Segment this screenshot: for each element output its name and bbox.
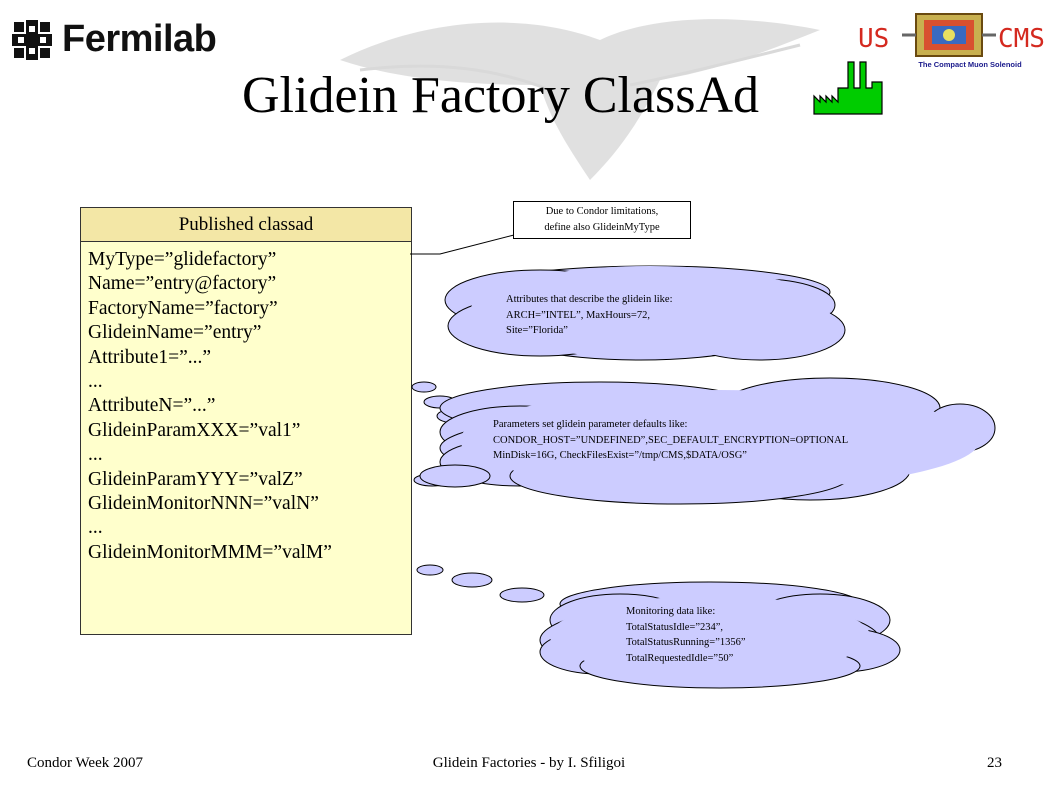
classad-line: MyType=”glidefactory” <box>88 249 277 270</box>
classad-line: GlideinParamXXX=”val1” <box>88 419 301 441</box>
eagle-watermark-icon <box>340 19 820 181</box>
cms-logo-us: US <box>858 24 890 54</box>
fermilab-logo-text: Fermilab <box>62 18 217 60</box>
classad-line: FactoryName=”factory” <box>88 297 278 319</box>
footer-left: Condor Week 2007 <box>27 755 144 771</box>
cloud1-line-2: ARCH=”INTEL”, MaxHours=72, <box>506 309 650 321</box>
cloud2-line-3: MinDisk=16G, CheckFilesExist=”/tmp/CMS,$… <box>493 450 747 461</box>
cloud3-line-2: TotalStatusIdle=”234”, <box>626 621 724 633</box>
cloud2-line-2: CONDOR_HOST=”UNDEFINED”,SEC_DEFAULT_ENCR… <box>493 434 849 446</box>
cloud2-line-1: Parameters set glidein parameter default… <box>493 419 688 430</box>
classad-line: Attribute1=”...” <box>88 346 212 368</box>
factory-icon <box>813 61 883 115</box>
slide-title: Glidein Factory ClassAd <box>242 67 760 124</box>
classad-line: ... <box>88 371 103 393</box>
fermilab-logo: Fermilab <box>10 18 230 62</box>
monitoring-cloud-text: Monitoring data like: TotalStatusIdle=”2… <box>626 604 746 666</box>
note-line-1: Due to Condor limitations, <box>545 206 659 217</box>
fermilab-logo-icon <box>12 20 52 60</box>
cloud1-line-3: Site=”Florida” <box>506 325 568 336</box>
cloud3-line-1: Monitoring data like: <box>626 606 716 617</box>
classad-line: ... <box>88 444 103 466</box>
classad-lines: MyType=”glidefactory” Name=”entry@factory… <box>88 248 332 565</box>
classad-line: Name=”entry@factory” <box>88 273 277 295</box>
cms-logo-icon <box>902 13 996 57</box>
note-line-2: define also GlideinMyType <box>544 222 660 233</box>
classad-line: GlideinMonitorNNN=”valN” <box>88 493 319 515</box>
classad-header: Published classad <box>81 208 411 242</box>
cloud1-line-1: Attributes that describe the glidein lik… <box>506 294 673 305</box>
classad-line: AttributeN=”...” <box>88 395 216 417</box>
classad-line: GlideinMonitorMMM=”valM” <box>88 541 332 563</box>
cloud3-line-4: TotalRequestedIdle=”50” <box>626 652 734 664</box>
cms-logo-subtitle: The Compact Muon Solenoid <box>918 60 1022 69</box>
cms-logo-cms: CMS <box>998 24 1045 54</box>
attributes-cloud-text: Attributes that describe the glidein lik… <box>506 292 673 339</box>
params-cloud-text: Parameters set glidein parameter default… <box>493 417 848 464</box>
classad-line: ... <box>88 517 103 539</box>
classad-box: Published classad MyType=”glidefactory” N… <box>80 207 412 635</box>
classad-line: GlideinParamYYY=”valZ” <box>88 468 303 490</box>
footer-center: Glidein Factories - by I. Sfiligoi <box>432 755 626 771</box>
cloud3-line-3: TotalStatusRunning=”1356” <box>626 637 746 648</box>
page-number: 23 <box>987 755 1002 771</box>
classad-line: GlideinName=”entry” <box>88 322 262 344</box>
cms-logo: US CMS The Compact Muon Solenoid <box>858 8 1050 76</box>
condor-note-callout: Due to Condor limitations, define also G… <box>513 201 691 239</box>
